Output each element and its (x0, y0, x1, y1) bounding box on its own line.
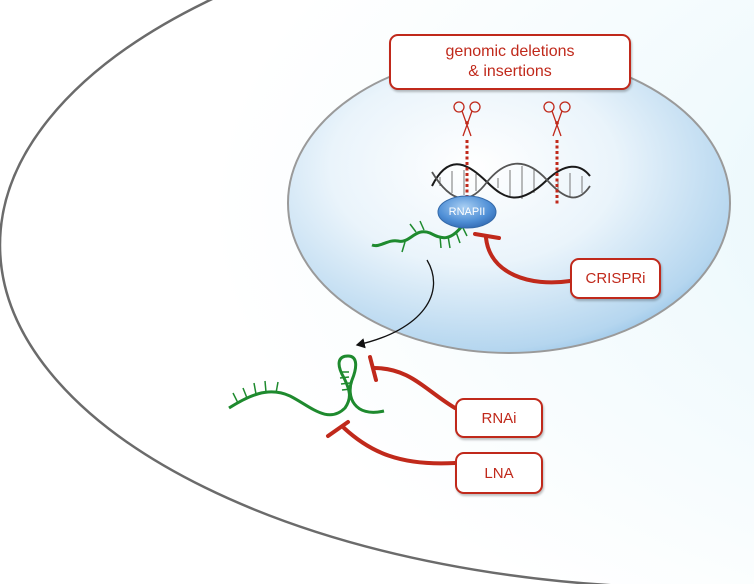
cytoplasmic-rna (228, 354, 385, 417)
crispri-inhibition-bar (473, 232, 501, 240)
rnapii-label: RNAPII (448, 206, 486, 218)
rnai-box: RNAi (455, 398, 543, 438)
genomic-label-line2: & insertions (468, 63, 552, 80)
rnai-inhibition-bar (368, 355, 378, 382)
crispri-inhibition-arc (484, 236, 572, 285)
crispri-box: CRISPRi (570, 258, 661, 299)
lna-box: LNA (455, 452, 543, 494)
genomic-label-line1: genomic deletions (445, 43, 575, 60)
rnai-inhibition-arc (372, 366, 457, 410)
rnapii-polymerase (437, 195, 497, 229)
lna-inhibition-bar (326, 420, 350, 438)
nascent-rna (371, 220, 468, 253)
lna-inhibition-arc (342, 426, 457, 466)
scissors-icon (453, 101, 481, 137)
export-arrow (355, 259, 435, 349)
genomic-deletions-box: genomic deletions & insertions (389, 34, 631, 90)
nucleus (287, 52, 731, 354)
scissors-icon (543, 101, 571, 137)
